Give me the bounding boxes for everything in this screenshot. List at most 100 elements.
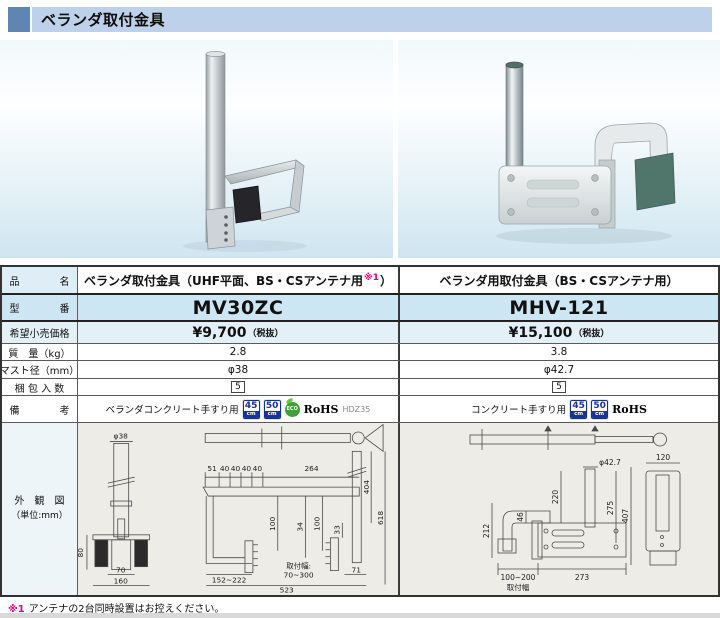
row-dimension-drawing: 外 観 図 （単位:mm） bbox=[2, 423, 718, 595]
row-mast-diameter: マスト径（mm） φ38 φ42.7 bbox=[2, 361, 718, 379]
model-mv30zc: MV30ZC bbox=[78, 295, 400, 320]
label-model: 型 番 bbox=[2, 295, 78, 320]
mhv121-dimension-drawing: φ42.7 120 220 275 407 46 212 100~200 273… bbox=[469, 425, 681, 592]
dim-pole-dia: φ42.7 bbox=[599, 458, 621, 467]
boxed-quantity: 5 bbox=[231, 381, 245, 393]
label-weight: 質 量（kg） bbox=[2, 344, 78, 360]
page-title: ベランダ取付金具 bbox=[41, 11, 166, 29]
footnote-text: アンテナの2台同時設置はお控えください。 bbox=[28, 604, 225, 615]
dim-46: 46 bbox=[516, 512, 525, 522]
badge-50cm: 50 cm bbox=[591, 399, 609, 419]
dim-273: 273 bbox=[575, 573, 590, 582]
dim-618: 618 bbox=[376, 511, 385, 525]
label-price: 希望小売価格 bbox=[2, 322, 78, 343]
badge-50cm: 50 cm bbox=[263, 399, 281, 419]
row-pack-quantity: 梱 包 入 数 5 5 bbox=[2, 379, 718, 396]
spec-table: 品 名 ベランダ取付金具（UHF平面、BS・CSアンテナ用※1） ベランダ用取付… bbox=[0, 265, 720, 597]
mount-width-label: 取付幅: bbox=[286, 561, 311, 571]
dim-120: 120 bbox=[656, 453, 671, 462]
badge-50cm-number: 50 bbox=[593, 400, 606, 411]
footnote-marker: ※1 bbox=[8, 604, 25, 615]
drawing-unit: （単位:mm） bbox=[11, 511, 68, 521]
header-title-bar: ベランダ取付金具 bbox=[32, 7, 712, 32]
footnote: ※1 アンテナの2台同時設置はお控えください。 bbox=[8, 600, 224, 615]
dim-160: 160 bbox=[114, 577, 128, 586]
rohs-mark: RoHS bbox=[612, 402, 647, 416]
dim-40d: 40 bbox=[253, 464, 263, 473]
product-name-mv30zc: ベランダ取付金具（UHF平面、BS・CSアンテナ用※1） bbox=[78, 267, 400, 293]
badge-50cm-number: 50 bbox=[265, 400, 279, 411]
dim-152-222: 152~222 bbox=[212, 576, 247, 585]
dim-100a: 100 bbox=[268, 517, 277, 531]
weight-mv30zc: 2.8 bbox=[78, 344, 400, 360]
product-name-text: ベランダ用取付金具（BS・CSアンテナ用） bbox=[439, 273, 679, 288]
body-plate bbox=[498, 165, 612, 225]
dim-34: 34 bbox=[296, 522, 305, 532]
label-remarks: 備 考 bbox=[2, 396, 78, 422]
dim-40b: 40 bbox=[231, 464, 241, 473]
mv30zc-photo-illustration bbox=[183, 51, 307, 252]
dim-80: 80 bbox=[78, 548, 85, 558]
hook-arm bbox=[594, 122, 669, 200]
dim-70: 70 bbox=[116, 566, 126, 575]
footnote-ref: ※1 bbox=[363, 273, 379, 283]
label-product-name: 品 名 bbox=[2, 267, 78, 293]
mhv121-photo-illustration bbox=[496, 61, 676, 244]
price-mv30zc: ¥9,700 （税抜） bbox=[78, 322, 400, 343]
dim-523: 523 bbox=[280, 585, 294, 594]
boxed-quantity: 5 bbox=[552, 381, 566, 393]
product-photo-mhv121 bbox=[398, 40, 720, 258]
row-product-name: 品 名 ベランダ取付金具（UHF平面、BS・CSアンテナ用※1） ベランダ用取付… bbox=[2, 267, 718, 295]
price-tax-note: （税抜） bbox=[247, 329, 284, 339]
drawing-title: 外 観 図 bbox=[14, 496, 65, 507]
label-drawing: 外 観 図 （単位:mm） bbox=[2, 423, 78, 595]
mount-width-label: 取付幅 bbox=[507, 582, 530, 592]
eco-icon: ECO bbox=[284, 401, 300, 417]
dim-275: 275 bbox=[606, 501, 615, 516]
badge-45cm-number: 45 bbox=[244, 400, 258, 411]
product-name-text: ベランダ取付金具（UHF平面、BS・CSアンテナ用 bbox=[84, 273, 363, 288]
badge-45cm-unit: cm bbox=[243, 410, 259, 418]
hdz35-mark: HDZ35 bbox=[342, 404, 371, 414]
badge-50cm-unit: cm bbox=[264, 410, 280, 418]
product-name-mhv121: ベランダ用取付金具（BS・CSアンテナ用） bbox=[400, 267, 718, 293]
badge-45cm-unit: cm bbox=[571, 410, 587, 418]
drawing-mhv121: φ42.7 120 220 275 407 46 212 100~200 273… bbox=[400, 423, 718, 595]
dim-212: 212 bbox=[482, 524, 491, 539]
drawing-mv30zc: φ38 80 70 160 51 40 40 40 40 264 404 618… bbox=[78, 423, 400, 595]
header-accent-square bbox=[8, 7, 30, 32]
dim-40a: 40 bbox=[220, 464, 230, 473]
dim-71: 71 bbox=[352, 566, 362, 575]
row-model: 型 番 MV30ZC MHV-121 bbox=[2, 295, 718, 322]
next-section-edge bbox=[0, 613, 720, 618]
dim-100b: 100 bbox=[312, 517, 321, 531]
price-tax-note: （税抜） bbox=[573, 329, 610, 339]
dim-pole-dia: φ38 bbox=[114, 431, 129, 440]
rubber-pad bbox=[232, 185, 262, 224]
base-plate bbox=[205, 206, 236, 250]
product-name-close: ） bbox=[379, 273, 392, 288]
row-remarks: 備 考 ベランダコンクリート手すり用 45 cm 50 cm ECO RoHS … bbox=[2, 396, 718, 423]
badge-50cm-unit: cm bbox=[592, 410, 608, 418]
mast-mv30zc: φ38 bbox=[78, 361, 400, 378]
pole-cap bbox=[505, 61, 524, 69]
remarks-mv30zc: ベランダコンクリート手すり用 45 cm 50 cm ECO RoHS HDZ3… bbox=[78, 396, 400, 422]
dim-70-300: 70~300 bbox=[284, 571, 314, 580]
row-price: 希望小売価格 ¥9,700 （税抜） ¥15,100 （税抜） bbox=[2, 322, 718, 344]
badge-45cm: 45 cm bbox=[570, 399, 588, 419]
page-header: ベランダ取付金具 bbox=[8, 7, 712, 32]
remarks-text: コンクリート手すり用 bbox=[471, 405, 567, 416]
pack-mhv121: 5 bbox=[400, 379, 718, 395]
clamp-arm-top bbox=[224, 159, 305, 185]
green-pad bbox=[634, 152, 676, 211]
dim-100-200: 100~200 bbox=[501, 573, 536, 582]
dim-404: 404 bbox=[362, 480, 371, 494]
dim-33: 33 bbox=[332, 525, 341, 535]
price-value: ¥15,100 bbox=[508, 324, 573, 341]
label-mast-diameter: マスト径（mm） bbox=[2, 361, 78, 378]
mv30zc-dimension-drawing: φ38 80 70 160 51 40 40 40 40 264 404 618… bbox=[78, 423, 386, 594]
price-value: ¥9,700 bbox=[192, 324, 247, 341]
product-photo-mv30zc bbox=[0, 40, 393, 258]
badge-45cm-number: 45 bbox=[572, 400, 585, 411]
